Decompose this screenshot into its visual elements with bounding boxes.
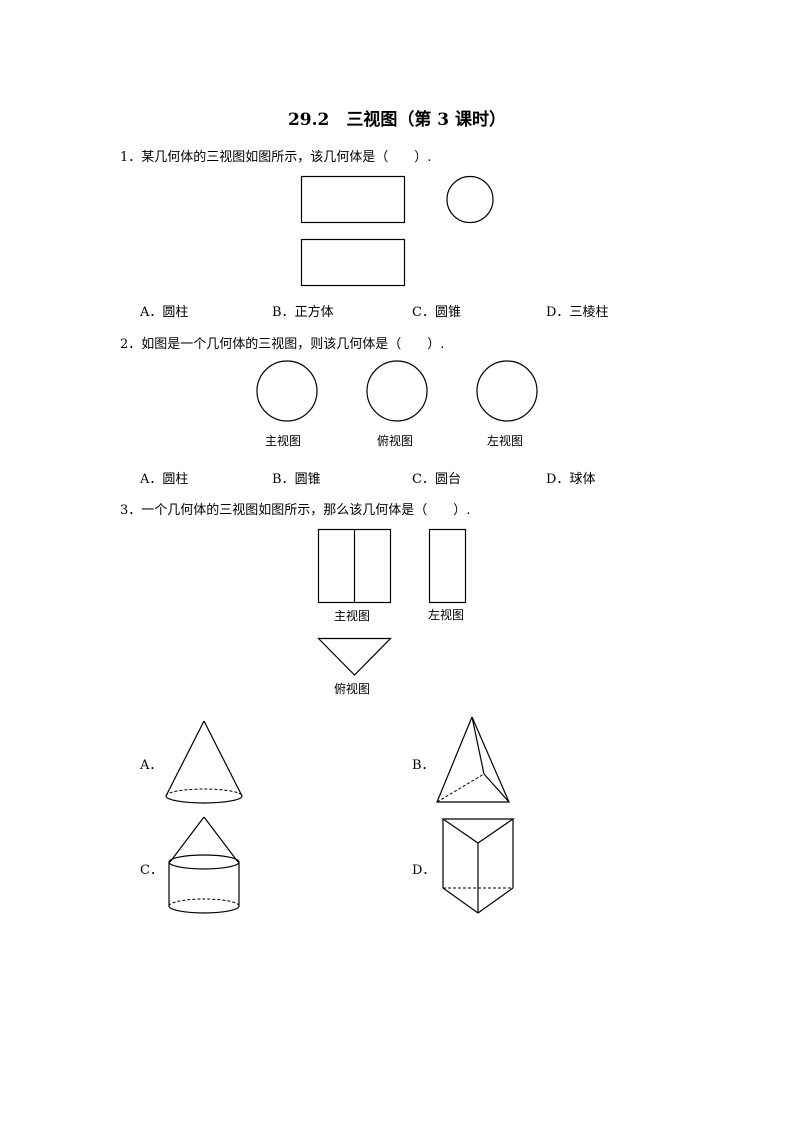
question-1-stem: 1．某几何体的三视图如图所示，该几何体是（ ）. [120,150,432,165]
q3-option-c-cone-cylinder [168,816,240,914]
q2-label-front-view: 主视图 [265,434,302,448]
q2-label-top-view: 俯视图 [377,434,414,448]
q3-option-d-prism [441,818,515,914]
question-2-stem: 2．如图是一个几何体的三视图，则该几何体是（ ）. [120,337,445,352]
q2-top-view-circle [366,360,428,422]
q3-top-view-triangle [317,637,392,676]
page-title: 29.2 三视图（第 3 课时） [287,110,507,130]
option-letter: B． [272,472,295,487]
q3-option-b-letter[interactable]: B． [412,758,435,773]
option-text: 正方体 [294,305,334,320]
q2-option-a[interactable]: A．圆柱 [140,468,188,487]
option-text: 三棱柱 [569,305,609,320]
option-text: 圆锥 [434,305,461,320]
option-letter: C． [412,472,435,487]
option-text: 圆台 [434,472,461,487]
option-letter: C． [412,305,435,320]
option-text: 圆锥 [294,472,321,487]
option-letter: A． [140,472,163,487]
q2-label-left-view: 左视图 [487,434,524,448]
option-letter: D． [546,472,570,487]
question-3-stem: 3．一个几何体的三视图如图所示，那么该几何体是（ ）. [120,503,471,518]
option-text: 圆柱 [162,305,189,320]
q2-option-c[interactable]: C．圆台 [412,468,461,487]
q1-option-a[interactable]: A．圆柱 [140,301,188,320]
q1-option-d[interactable]: D．三棱柱 [546,301,608,320]
q3-label-top-view: 俯视图 [334,682,371,696]
option-text: 球体 [569,472,596,487]
q3-option-b-pyramid [436,716,510,803]
option-letter: D． [546,305,570,320]
q2-option-b[interactable]: B．圆锥 [272,468,321,487]
q3-option-d-letter[interactable]: D． [412,863,436,878]
q3-left-view-rectangle [428,528,467,604]
option-letter: A． [140,305,163,320]
q2-front-view-circle [256,360,318,422]
option-letter: B． [272,305,295,320]
q1-front-view-rectangle [300,175,406,224]
option-text: 圆柱 [162,472,189,487]
q3-option-a-letter[interactable]: A． [140,758,163,773]
q2-left-view-circle [476,360,538,422]
q1-left-view-circle [446,175,494,224]
q3-label-left-view: 左视图 [428,608,465,622]
q1-option-c[interactable]: C．圆锥 [412,301,461,320]
q3-option-c-letter[interactable]: C． [140,863,163,878]
q1-top-view-rectangle [300,238,406,287]
q3-label-front-view: 主视图 [334,609,371,623]
q2-option-d[interactable]: D．球体 [546,468,595,487]
q3-option-a-cone [165,720,243,804]
q1-option-b[interactable]: B．正方体 [272,301,334,320]
